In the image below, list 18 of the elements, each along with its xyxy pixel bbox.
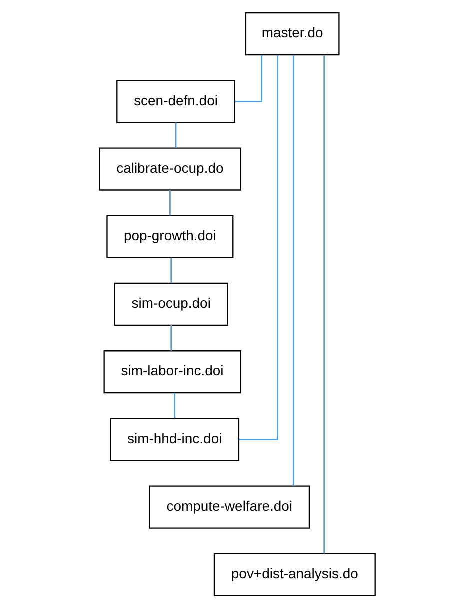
node-box: calibrate-ocup.do bbox=[98, 148, 241, 191]
node-box: master.do bbox=[244, 12, 340, 56]
connector bbox=[170, 326, 172, 351]
node-box: compute-welfare.doi bbox=[148, 486, 310, 529]
connector bbox=[170, 258, 172, 284]
connector bbox=[238, 55, 278, 440]
connector bbox=[174, 393, 176, 418]
node-box: sim-hhd-inc.doi bbox=[110, 418, 240, 462]
connector bbox=[234, 55, 262, 102]
connector bbox=[168, 190, 170, 216]
connector bbox=[174, 122, 176, 148]
node-box: pov+dist-analysis.do bbox=[213, 553, 376, 596]
node-box: pop-growth.doi bbox=[106, 215, 234, 258]
node-box: scen-defn.doi bbox=[116, 80, 235, 124]
node-box: sim-ocup.doi bbox=[114, 282, 228, 326]
node-box: sim-labor-inc.doi bbox=[103, 350, 241, 394]
connector bbox=[292, 55, 294, 486]
connector bbox=[323, 55, 325, 554]
